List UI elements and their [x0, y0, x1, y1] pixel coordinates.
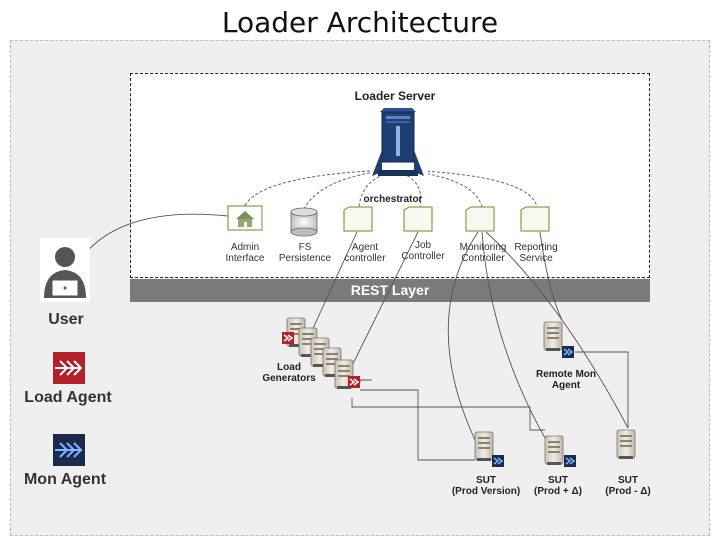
sut-prod-version-label: SUT(Prod Version): [451, 475, 521, 497]
mon-agent-icon: [53, 434, 85, 466]
server-component-links: [243, 169, 538, 210]
reporting-service-folder-icon: [520, 206, 550, 232]
sut-prod-minus-label: SUT(Prod - Δ): [605, 475, 651, 497]
sut-prod-minus-icon: [616, 429, 636, 460]
legend-mon-agent-label: Mon Agent: [23, 471, 107, 488]
legend-load-agent-label: Load Agent: [24, 389, 112, 406]
sut-prod-plus-label: SUT(Prod + Δ): [533, 475, 583, 497]
legend-user-label: User: [48, 311, 84, 328]
fs-persistence-cylinder-icon: [290, 207, 318, 237]
load-agent-icon: [53, 352, 85, 384]
sut-prod-plus-icon: [544, 435, 577, 468]
admin-interface-icon: [227, 205, 263, 231]
connection-lines: [79, 213, 629, 461]
job-controller-folder-icon: [403, 206, 433, 232]
diagram-title: Loader Architecture: [221, 6, 499, 39]
loader-server-label: Loader Server: [354, 89, 436, 103]
user-icon: [40, 238, 90, 302]
monitoring-controller-folder-icon: [465, 206, 495, 232]
rest-layer-bar: REST Layer: [130, 279, 650, 302]
agent-controller-folder-icon: [343, 206, 373, 232]
remote-mon-agent-icon: [543, 321, 575, 359]
loader-server-icon: [370, 108, 428, 176]
sut-prod-version-icon: [474, 431, 505, 468]
orchestrator-label: orchestrator: [363, 194, 423, 205]
